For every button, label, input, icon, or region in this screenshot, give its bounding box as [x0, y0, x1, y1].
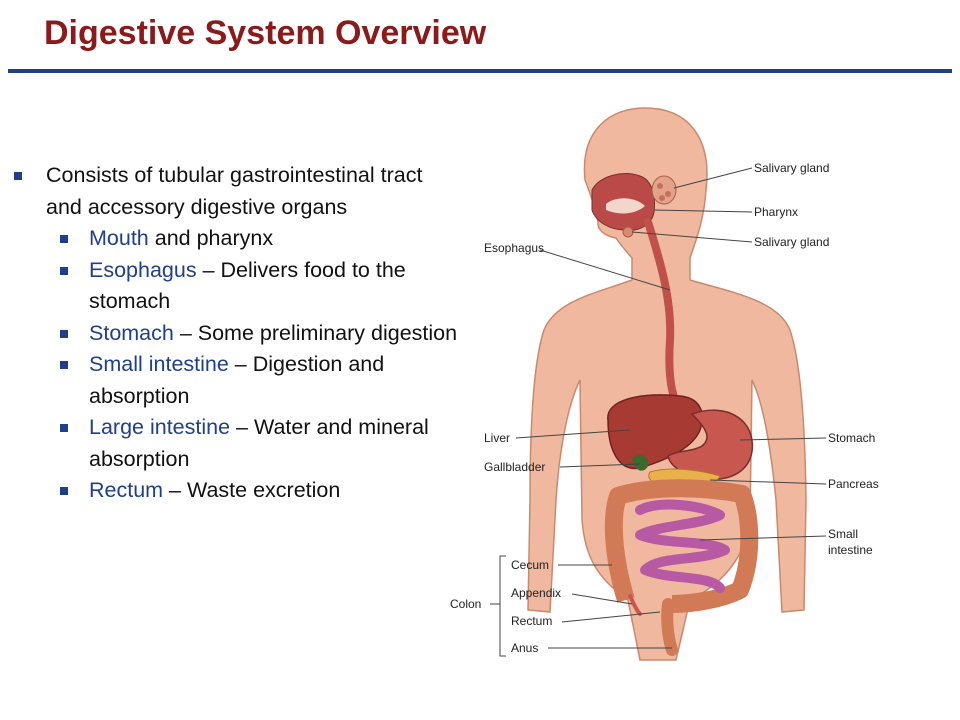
liver — [607, 394, 703, 470]
gallbladder — [632, 455, 649, 471]
label-esophagus: Esophagus — [484, 241, 544, 255]
label-appendix: Appendix — [511, 586, 561, 600]
digestive-system-diagram: Salivary gland Pharynx Salivary gland Es… — [450, 107, 879, 661]
term-stomach: Stomach — [89, 320, 174, 345]
intro-text: Consists of tubular gastrointestinal tra… — [46, 163, 423, 219]
slide-title: Digestive System Overview — [44, 14, 487, 52]
esophagus — [644, 218, 684, 414]
term-rectum: Rectum — [89, 478, 164, 502]
desc-small-intestine: – Digestion and absorption — [89, 352, 385, 408]
desc-large-intestine: – Water and mineral absorption — [89, 415, 429, 471]
bullet-rectum: Rectum – Waste excretion — [10, 475, 460, 507]
bullet-square-icon — [14, 172, 22, 180]
bullet-square-icon — [60, 235, 68, 243]
label-salivary-gland-2: Salivary gland — [754, 235, 829, 249]
label-gallbladder: Gallbladder — [484, 460, 545, 474]
desc-esophagus: – Delivers food to the stomach — [89, 257, 406, 314]
bullet-square-icon — [60, 266, 68, 275]
bullet-stomach: Stomach – Some preliminary digestion — [10, 318, 460, 350]
term-esophagus: Esophagus — [89, 257, 197, 282]
label-stomach: Stomach — [828, 431, 875, 445]
leader-lines — [490, 167, 827, 657]
label-small-intestine-line2: intestine — [828, 543, 873, 557]
desc-stomach: – Some preliminary digestion — [173, 320, 458, 345]
title-divider — [8, 69, 952, 73]
term-large-intestine: Large intestine — [89, 415, 231, 439]
bullet-intro: Consists of tubular gastrointestinal tra… — [10, 160, 460, 223]
term-small-intestine: Small intestine — [89, 352, 229, 376]
label-colon: Colon — [450, 597, 481, 611]
desc-mouth: and pharynx — [148, 226, 274, 250]
appendix — [628, 594, 642, 616]
bullet-mouth: Mouth and pharynx — [10, 223, 460, 255]
mouth-pharynx — [591, 173, 677, 238]
label-cecum: Cecum — [511, 558, 549, 572]
label-anus: Anus — [511, 641, 538, 655]
label-pancreas: Pancreas — [828, 477, 879, 491]
bullet-esophagus: Esophagus – Delivers food to the stomach — [10, 255, 460, 318]
bullet-square-icon — [60, 361, 68, 369]
label-rectum: Rectum — [511, 614, 552, 628]
large-intestine — [604, 479, 759, 613]
rectum — [661, 598, 678, 656]
label-liver: Liver — [484, 431, 510, 445]
bullet-list: Consists of tubular gastrointestinal tra… — [10, 160, 460, 507]
bullet-square-icon — [60, 487, 68, 495]
bullet-square-icon — [60, 329, 68, 338]
bullet-small-intestine: Small intestine – Digestion and absorpti… — [10, 349, 460, 412]
desc-rectum: – Waste excretion — [163, 478, 341, 502]
label-salivary-gland-1: Salivary gland — [754, 161, 829, 175]
bullet-square-icon — [60, 424, 68, 432]
label-pharynx: Pharynx — [754, 205, 798, 219]
small-intestine — [635, 499, 730, 593]
bullet-large-intestine: Large intestine – Water and mineral abso… — [10, 412, 460, 475]
term-mouth: Mouth — [89, 226, 149, 250]
label-small-intestine-line1: Small — [828, 527, 858, 541]
